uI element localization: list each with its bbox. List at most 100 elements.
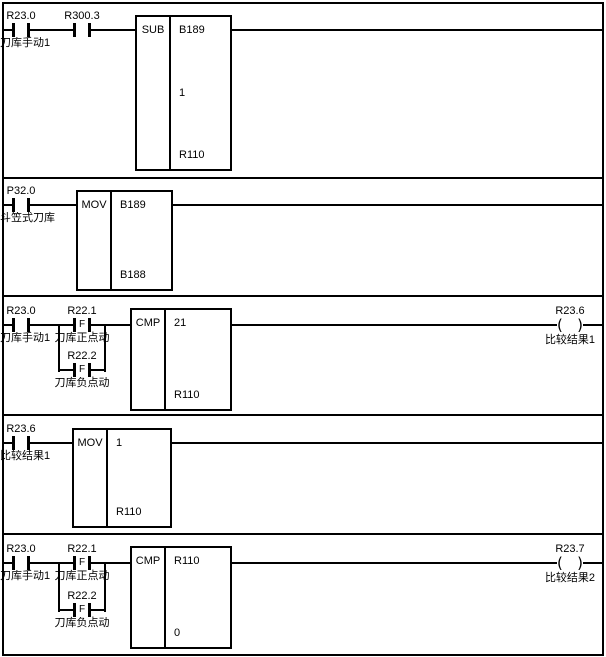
contact-r22-1-falling-edge[interactable]: R22.1 F 刀库正点动: [47, 543, 117, 583]
contact-bar: [27, 556, 30, 570]
contact-comment: 刀库正点动: [54, 570, 110, 582]
branch-wire: [58, 562, 60, 612]
contact-comment: 刀库手动1: [0, 332, 51, 344]
contact-bar: [12, 556, 15, 570]
contact-comment: 刀库手动1: [0, 570, 51, 582]
block-type-label: MOV: [78, 192, 112, 289]
wire: [231, 562, 604, 564]
contact-comment: 刀库负点动: [54, 377, 110, 389]
contact-bar: [27, 318, 30, 332]
contact-bar: [88, 556, 91, 570]
contact-comment: 刀库负点动: [54, 617, 110, 629]
contact-comment: 刀库正点动: [54, 332, 110, 344]
contact-r23-0[interactable]: R23.0 刀库手动1: [0, 305, 70, 345]
coil-address: R23.6: [555, 305, 585, 317]
wire: [2, 29, 137, 31]
edge-marker: F: [78, 557, 86, 568]
contact-symbol: F: [73, 556, 91, 570]
coil-comment: 比较结果1: [544, 334, 596, 346]
block-param: B189: [120, 199, 146, 211]
contact-bar: [73, 363, 76, 377]
block-param: 1: [179, 86, 186, 99]
network-separator: [2, 295, 604, 297]
contact-bar: [12, 436, 15, 450]
contact-address: R300.3: [64, 10, 100, 22]
contact-address: R23.0: [6, 10, 36, 22]
contact-comment: 比较结果1: [0, 450, 51, 462]
coil-r23-7[interactable]: R23.7 ( ) 比较结果2: [535, 543, 605, 585]
function-block-cmp[interactable]: CMP 21 R110: [130, 308, 232, 411]
contact-bar: [12, 23, 15, 37]
block-param: R110: [174, 555, 200, 567]
block-param: R110: [116, 506, 142, 518]
block-param: R110: [174, 389, 200, 401]
contact-address: R23.6: [6, 423, 36, 435]
coil-address: R23.7: [555, 543, 585, 555]
block-type-label: SUB: [137, 17, 171, 169]
contact-symbol: [12, 556, 30, 570]
block-params: R110 0: [166, 548, 230, 647]
block-param: 0: [174, 627, 181, 639]
contact-symbol: F: [73, 318, 91, 332]
power-rail-right: [602, 2, 604, 656]
block-param: 1: [116, 437, 123, 449]
contact-bar: [88, 23, 91, 37]
contact-bar: [12, 318, 15, 332]
coil-comment: 比较结果2: [544, 572, 596, 584]
edge-marker: F: [78, 604, 86, 615]
edge-marker: F: [78, 319, 86, 330]
contact-r22-2-falling-edge[interactable]: R22.2 F 刀库负点动: [47, 590, 117, 630]
network-separator: [2, 654, 604, 656]
contact-address: R22.2: [67, 590, 97, 602]
contact-address: R22.1: [67, 305, 97, 317]
contact-r23-0[interactable]: R23.0 刀库手动1: [0, 543, 70, 583]
block-param: B189: [179, 24, 205, 36]
contact-r22-1-falling-edge[interactable]: R22.1 F 刀库正点动: [47, 305, 117, 345]
function-block-mov[interactable]: MOV 1 R110: [72, 428, 172, 528]
block-type-label: MOV: [74, 430, 108, 526]
function-block-sub[interactable]: SUB B189 1 R110: [135, 15, 232, 171]
contact-address: R23.0: [6, 543, 36, 555]
contact-r23-0[interactable]: R23.0 刀库手动1: [0, 10, 70, 50]
edge-marker: F: [78, 364, 86, 375]
network-separator: [2, 177, 604, 179]
contact-bar: [88, 603, 91, 617]
contact-symbol: [73, 23, 91, 37]
contact-bar: [12, 198, 15, 212]
coil-paren-left: (: [557, 316, 563, 334]
wire: [171, 204, 604, 206]
wire: [2, 324, 132, 326]
function-block-cmp[interactable]: CMP R110 0: [130, 546, 232, 649]
branch-wire: [104, 324, 106, 372]
wire: [231, 29, 604, 31]
contact-r300-3[interactable]: R300.3: [47, 10, 117, 50]
contact-p32-0[interactable]: P32.0 斗笠式刀库: [0, 185, 70, 225]
contact-r23-6[interactable]: R23.6 比较结果1: [0, 423, 70, 463]
contact-r22-2-falling-edge[interactable]: R22.2 F 刀库负点动: [47, 350, 117, 390]
contact-bar: [27, 198, 30, 212]
wire: [231, 324, 604, 326]
block-params: 1 R110: [108, 430, 170, 526]
contact-symbol: [12, 23, 30, 37]
function-block-mov[interactable]: MOV B189 B188: [76, 190, 173, 291]
contact-symbol: [12, 198, 30, 212]
coil-paren-right: ): [577, 316, 583, 334]
contact-comment: [47, 37, 117, 50]
block-params: 21 R110: [166, 310, 230, 409]
branch-wire: [104, 562, 106, 612]
block-params: B189 1 R110: [171, 17, 230, 169]
block-param: R110: [179, 149, 205, 161]
wire: [2, 204, 78, 206]
coil-r23-6[interactable]: R23.6 ( ) 比较结果1: [535, 305, 605, 347]
contact-address: R22.2: [67, 350, 97, 362]
coil-symbol: ( ): [557, 556, 583, 572]
wire: [2, 562, 132, 564]
contact-address: P32.0: [6, 185, 36, 197]
contact-bar: [88, 363, 91, 377]
block-params: B189 B188: [112, 192, 171, 289]
contact-symbol: [12, 436, 30, 450]
contact-symbol: F: [73, 603, 91, 617]
contact-bar: [73, 318, 76, 332]
block-type-label: CMP: [132, 548, 166, 647]
